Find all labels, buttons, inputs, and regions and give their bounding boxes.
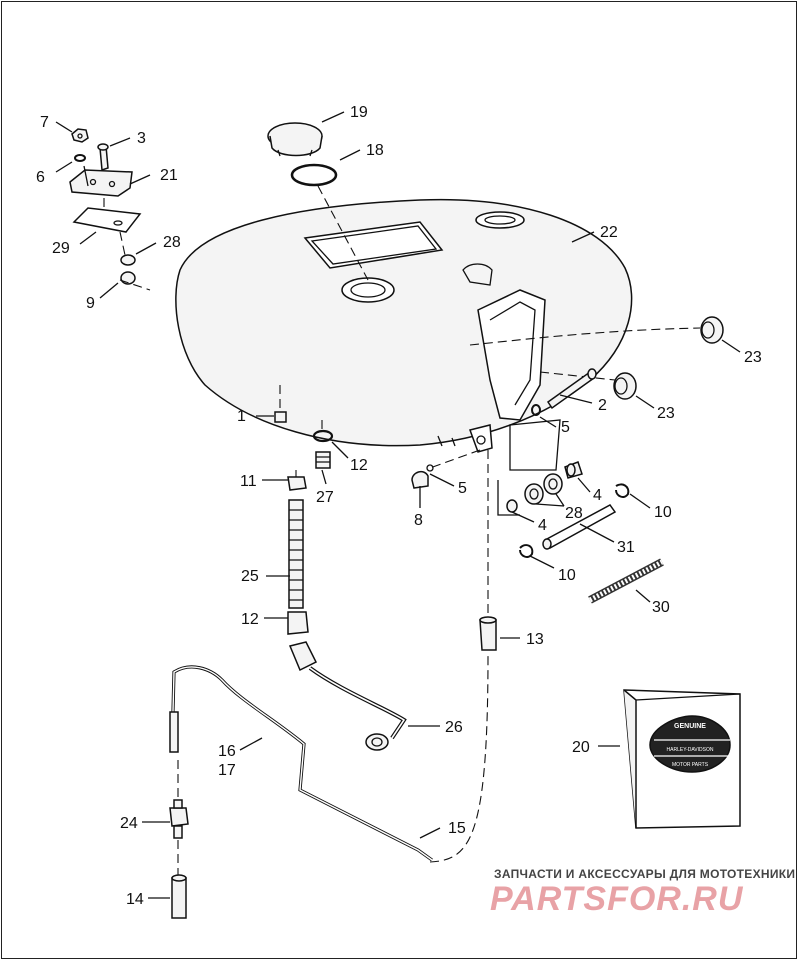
tube-end [171, 874, 187, 919]
callout-7: 7 [40, 114, 49, 131]
badge-bottom-text: MOTOR PARTS [672, 762, 709, 768]
callout-19: 19 [350, 104, 368, 121]
cap-nut [411, 470, 429, 489]
mount-bolt [546, 368, 597, 410]
watermark: ЗАПЧАСТИ И АКСЕССУАРЫ ДЛЯ МОТОТЕХНИКИ PA… [490, 867, 795, 918]
callout-14: 14 [126, 891, 144, 908]
callout-18: 18 [366, 142, 384, 159]
callout-27: 27 [316, 489, 334, 506]
washer-cap [426, 464, 434, 472]
callout-26: 26 [445, 719, 463, 736]
callout-13: 13 [526, 631, 544, 648]
callout-3: 3 [137, 130, 146, 147]
callout-15: 15 [448, 820, 466, 837]
plug [274, 411, 287, 423]
fuel-tank [175, 198, 633, 453]
assembly-line [103, 198, 126, 256]
spacer-sleeve [564, 461, 583, 479]
callout-17: 17 [218, 762, 236, 779]
group-bracket-lower [497, 480, 520, 516]
callout-23: 23 [657, 405, 675, 422]
callout-10-lower: 10 [558, 567, 576, 584]
screw [97, 143, 109, 172]
assembly-line [429, 654, 489, 863]
callout-25: 25 [241, 568, 259, 585]
badge-brand-text: HARLEY-DAVIDSON [667, 747, 714, 753]
callout-11: 11 [240, 473, 257, 490]
callout-12-lower: 12 [241, 611, 259, 628]
hose-clamp [615, 483, 630, 498]
callout-16: 16 [218, 743, 236, 760]
callout-21: 21 [160, 167, 178, 184]
petcock-base [287, 611, 309, 635]
assembly-line [317, 185, 369, 281]
assembly-line [279, 385, 323, 430]
callout-9: 9 [86, 295, 95, 312]
callout-24: 24 [120, 815, 138, 832]
callout-8: 8 [414, 512, 423, 529]
stud [83, 165, 89, 187]
genuine-parts-box: GENUINE HARLEY-DAVIDSON MOTOR PARTS [623, 689, 741, 829]
assembly-line [539, 371, 616, 381]
callout-1: 1 [237, 408, 246, 425]
vent-line [169, 665, 433, 862]
group-bracket [509, 419, 561, 471]
grommet-pair [524, 473, 563, 505]
fitting-nut [287, 476, 307, 491]
filler-cap [267, 122, 323, 157]
washer-bolt [531, 404, 541, 416]
valve-fitting [169, 799, 189, 839]
watermark-tagline: ЗАПЧАСТИ И АКСЕССУАРЫ ДЛЯ МОТОТЕХНИКИ [494, 867, 795, 881]
callout-10-upper: 10 [654, 504, 672, 521]
callout-22: 22 [600, 224, 618, 241]
assembly-line [429, 449, 489, 620]
badge-top-text: GENUINE [674, 723, 706, 730]
knurled-nut [613, 372, 637, 400]
callout-31: 31 [617, 539, 635, 556]
assembly-line [119, 279, 151, 291]
callout-30: 30 [652, 599, 670, 616]
callout-numbers: 7 3 6 21 29 28 9 19 18 22 23 23 2 5 5 4 … [36, 104, 762, 908]
callout-23-right: 23 [744, 349, 762, 366]
vent-hose [542, 504, 617, 550]
callout-20: 20 [572, 739, 590, 756]
o-ring-upper [312, 429, 334, 443]
hose-clamp-lower [519, 544, 534, 558]
callout-4-upper: 4 [593, 487, 602, 504]
callout-leaders [55, 111, 741, 899]
watermark-brand: PARTSFOR.RU [490, 880, 744, 918]
mount-pad [72, 207, 142, 233]
callout-2: 2 [598, 397, 607, 414]
filter-screen [288, 499, 304, 609]
callout-12-upper: 12 [350, 457, 368, 474]
callout-28-lower: 28 [565, 505, 583, 522]
callout-28-upper: 28 [163, 234, 181, 251]
callout-4-lower: 4 [538, 517, 547, 534]
fuel-line [288, 641, 407, 751]
callout-29: 29 [52, 240, 70, 257]
callout-5-upper: 5 [561, 419, 570, 436]
nut [71, 128, 89, 143]
washer [74, 154, 86, 162]
grommet-small [120, 254, 136, 285]
mount-plate [69, 169, 133, 197]
spacer-lower [506, 499, 518, 513]
spring-cover [588, 558, 664, 604]
crossover-fitting [479, 616, 497, 651]
cap-gasket [290, 163, 338, 187]
petcock-fitting [315, 451, 331, 469]
callout-5-lower: 5 [458, 480, 467, 497]
knurled-nut-right [700, 316, 724, 344]
assembly-line [469, 327, 701, 346]
callout-6: 6 [36, 169, 45, 186]
